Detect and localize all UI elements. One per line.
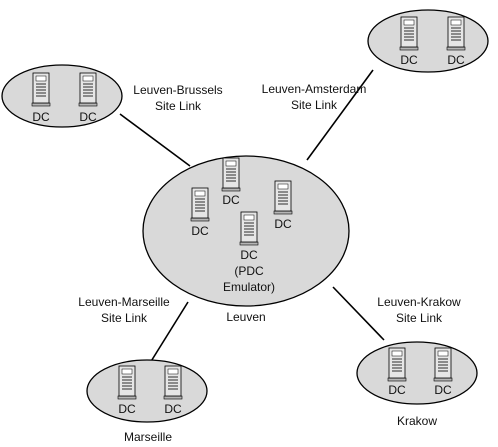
server-icon: DC (387, 347, 407, 397)
link-label-krakow-type: Site Link (396, 311, 443, 325)
server-icon: DC (117, 365, 137, 416)
dc-label: DC (164, 402, 182, 416)
dc-label: DC (434, 383, 452, 397)
link-label-krakow-name: Leuven-Krakow (377, 295, 461, 309)
server-icon: DC (221, 157, 241, 207)
site-marseille (86, 359, 208, 423)
dc-label: DC (79, 110, 97, 124)
link-line-krakow (332, 286, 385, 341)
link-label-brussels-name: Leuven-Brussels (133, 83, 222, 97)
dc-label: DC (447, 53, 465, 67)
link-line-brussels (119, 113, 191, 167)
server-icon: DC (273, 180, 293, 231)
site-krakow (356, 341, 478, 405)
site-label-leuven: Leuven (226, 310, 265, 324)
site-label-krakow: Krakow (397, 414, 437, 428)
dc-label: DC (32, 110, 50, 124)
server-icon: DC (433, 347, 453, 397)
link-label-amsterdam-type: Site Link (291, 98, 338, 112)
link-label-brussels-type: Site Link (155, 99, 202, 113)
server-icon: DC (31, 72, 51, 124)
pdc-label-line3: Emulator) (223, 280, 275, 294)
dc-label: DC (191, 224, 209, 238)
dc-label: DC (400, 53, 418, 67)
dc-label: DC (118, 402, 136, 416)
pdc-label-line2: (PDC (234, 264, 264, 278)
dc-label: DC (274, 217, 292, 231)
server-icon: DC (163, 365, 183, 416)
server-icon: DC (446, 16, 466, 67)
site-label-marseille: Marseille (124, 430, 172, 444)
link-line-amsterdam (306, 69, 374, 161)
site-amsterdam (367, 9, 489, 73)
server-icon: DC (399, 16, 419, 67)
pdc-emulator-server: DC (PDC Emulator) (223, 211, 275, 294)
server-icon: DC (190, 187, 210, 238)
link-label-marseille-name: Leuven-Marseille (78, 295, 170, 309)
dc-label: DC (222, 193, 240, 207)
server-icon: DC (78, 72, 98, 124)
pdc-label-dc: DC (240, 248, 258, 262)
link-label-amsterdam-name: Leuven-Amsterdam (262, 82, 367, 96)
link-label-marseille-type: Site Link (101, 311, 148, 325)
site-brussels (1, 64, 123, 128)
link-line-marseille (149, 301, 189, 364)
dc-label: DC (388, 383, 406, 397)
